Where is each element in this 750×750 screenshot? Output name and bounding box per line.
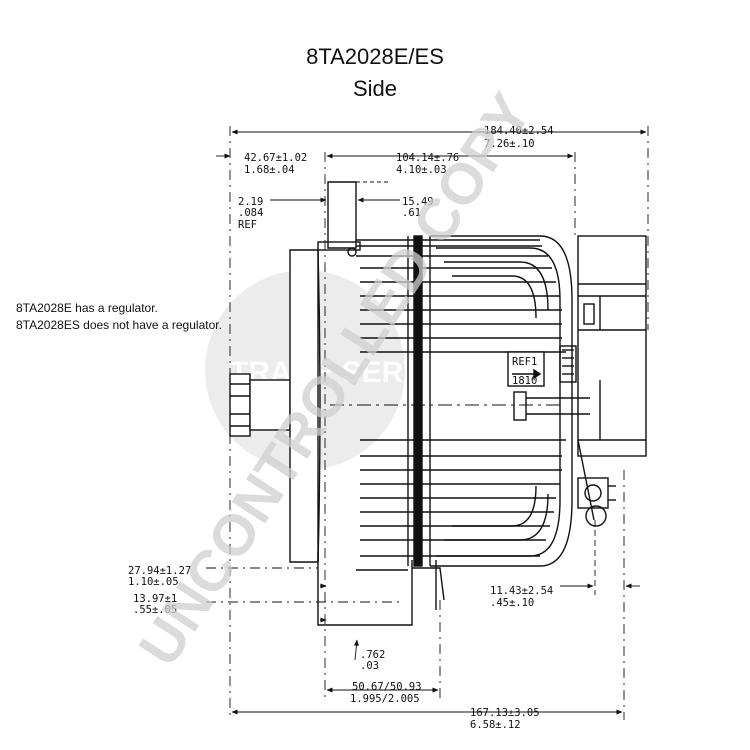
uncontrolled-copy-watermark: UNCONTROLLED COPY: [126, 82, 544, 677]
dim-flange-in: .61: [402, 207, 421, 219]
dim-small-gap-in: .03: [360, 660, 379, 672]
dim-flange-mm: 15.49: [402, 196, 434, 208]
dim-lower-in: .55±.05: [133, 604, 177, 616]
part-label-line2: 1810: [512, 375, 537, 387]
dim-terminal-mm: 11.43±2.54: [490, 585, 553, 597]
dim-shaft-mm: 27.94±1.27: [128, 565, 191, 577]
note-regulator-e: 8TA2028E has a regulator.: [16, 301, 158, 315]
dimension-lines: [216, 129, 647, 715]
dim-gap-mm: 2.19: [238, 196, 263, 208]
shaft-nut: [229, 373, 291, 437]
dim-overall-mm: 184.40±2.54: [484, 125, 554, 137]
dim-front-in: 1.68±.04: [244, 164, 295, 176]
extension-lines: [206, 126, 649, 720]
dim-mount-in: 1.995/2.005: [350, 693, 420, 705]
dim-base-in: 6.58±.12: [470, 719, 521, 731]
part-label-box: [507, 351, 545, 387]
dim-front-mm: 42.67±1.02: [244, 152, 307, 164]
dim-mount-mm: 50.67/50.93: [352, 681, 422, 693]
dim-shaft-in: 1.10±.05: [128, 576, 179, 588]
dimension-labels: 184.40±2.54 7.26±.10 42.67±1.02 1.68±.04…: [128, 125, 554, 731]
dim-overall-in: 7.26±.10: [484, 138, 535, 150]
dim-gap-ref: REF: [238, 219, 257, 231]
stator-band: [407, 235, 431, 567]
dim-body-mm: 104.14±.76: [396, 152, 459, 164]
regulator-box: [577, 235, 647, 457]
part-label-line1: REF1: [512, 356, 537, 368]
drawing-title: 8TA2028E/ES: [306, 44, 444, 69]
front-housing: [289, 181, 445, 626]
drawing-subtitle: Side: [352, 76, 398, 101]
dim-lower-mm: 13.97±1: [133, 593, 177, 605]
terminal-studs: [513, 345, 616, 527]
dim-base-mm: 167.13±3.05: [470, 707, 540, 719]
dim-small-gap-mm: .762: [360, 649, 385, 661]
note-regulator-es: 8TA2028ES does not have a regulator.: [16, 318, 222, 332]
alternator-side-view: [229, 181, 647, 626]
dim-body-in: 4.10±.03: [396, 164, 447, 176]
dim-terminal-in: .45±.10: [490, 597, 534, 609]
dim-gap-in: .084: [238, 207, 263, 219]
rear-housing: [430, 235, 573, 567]
